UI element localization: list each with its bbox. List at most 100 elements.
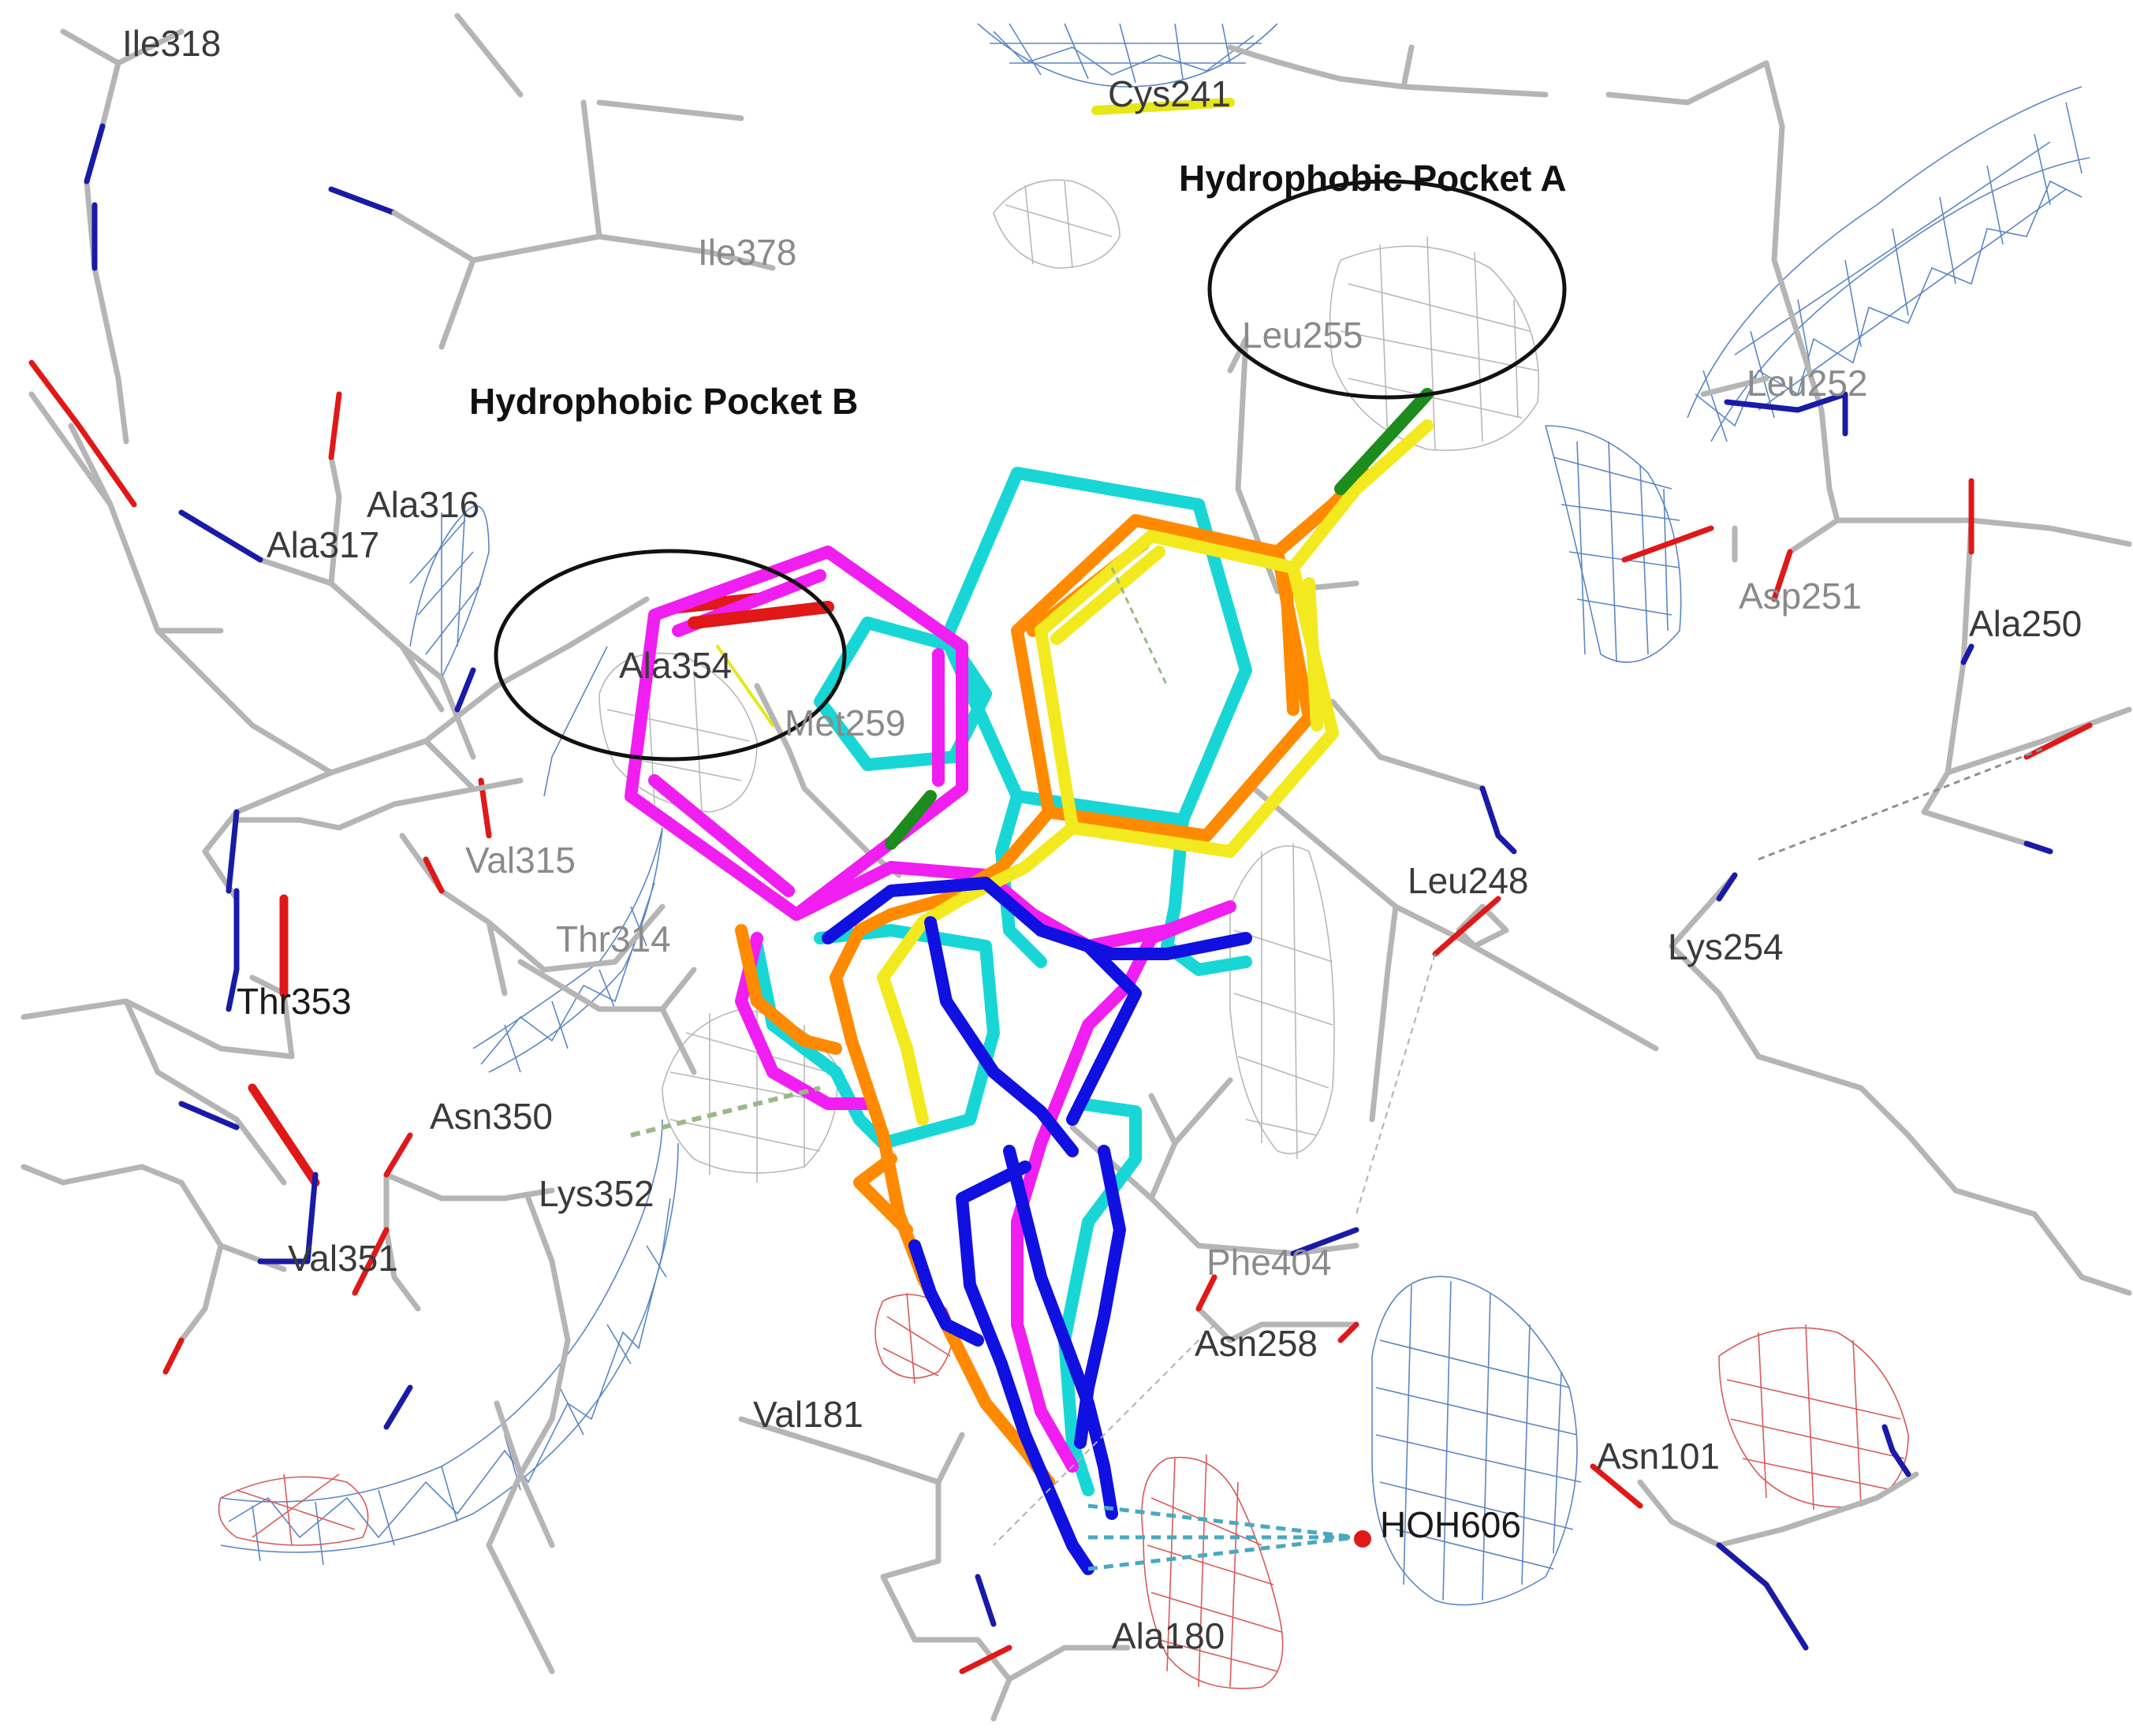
mesh-lower-right — [1371, 1276, 1582, 1606]
ligand-magenta-ring — [625, 546, 968, 921]
residue-asn101-n — [1716, 1424, 1911, 1651]
label-asn101: Asn101 — [1597, 1436, 1720, 1477]
cation-pi-dash — [630, 1086, 821, 1138]
residue-ala250-n — [1960, 643, 2053, 855]
residue-asn101-o — [1590, 1463, 1643, 1509]
label-ala316: Ala316 — [367, 484, 479, 525]
ligand-cyan-tail — [1058, 1097, 1142, 1496]
label-asn350: Asn350 — [430, 1096, 553, 1137]
label-ala180: Ala180 — [1112, 1615, 1225, 1656]
label-ala250: Ala250 — [1969, 603, 2082, 644]
label-ile378: Ile378 — [698, 232, 796, 273]
residue-ala354-sticks — [202, 596, 650, 902]
mesh-right-mid — [1545, 425, 1682, 663]
interaction-lines — [630, 567, 2043, 1571]
residue-leu248-o — [1432, 896, 1501, 957]
residue-val351-o — [162, 1337, 185, 1375]
label-met259: Met259 — [785, 702, 905, 743]
hbond-asn258 — [993, 1324, 1215, 1546]
ligand-orange-side — [735, 924, 913, 1236]
mesh-grey-pocket-a — [1329, 236, 1540, 452]
residue-lys352-n — [383, 1384, 413, 1430]
label-lys352: Lys352 — [539, 1173, 654, 1214]
residue-val181-sticks — [738, 1416, 1012, 1682]
residue-ala316-sticks — [28, 391, 334, 776]
residue-met259-sticks — [754, 683, 902, 878]
residue-backbone-left — [233, 777, 524, 831]
ligand-yellow-inner — [1050, 546, 1323, 732]
ligand-yellow-substituent — [1287, 419, 1434, 574]
mesh-top — [977, 23, 1278, 88]
ligand-yellow — [877, 419, 1434, 1126]
residue-ile318-sticks — [60, 28, 185, 445]
ligand-cyan-ring-left — [814, 617, 992, 771]
residue-ala317-o — [328, 391, 342, 460]
pocket-a-circle — [1207, 179, 1567, 400]
residue-asp251-o — [1621, 525, 1793, 602]
mesh-red-right — [1718, 1324, 1909, 1511]
chlorine-center — [885, 790, 937, 850]
label-val181: Val181 — [753, 1394, 863, 1435]
pocket-b-circle — [494, 549, 847, 762]
residue-ile378-n — [328, 186, 397, 216]
residue-val351-n — [257, 1172, 319, 1265]
label-asp251: Asp251 — [1739, 576, 1862, 617]
mesh-grey-top-small — [993, 179, 1121, 269]
residue-backbone-lower-left — [486, 1400, 555, 1675]
residue-lys254-sticks — [1669, 872, 2132, 1296]
residue-phe404-n — [1290, 1227, 1359, 1257]
residue-backbone-left-n — [226, 809, 240, 894]
label-leu248: Leu248 — [1408, 860, 1529, 901]
residue-cys241-sticks — [1227, 44, 1549, 98]
ligand-cyan-ring-upper — [940, 467, 1252, 826]
residue-cys241-s — [1091, 98, 1235, 115]
ligand-magenta-o — [688, 601, 834, 629]
label-val351: Val351 — [288, 1238, 398, 1279]
label-asn258: Asn258 — [1195, 1323, 1318, 1364]
residue-thr353-o — [248, 894, 320, 1187]
residue-asn101-sticks — [1637, 1471, 1919, 1548]
ligand-orange-chain — [830, 806, 1055, 1488]
label-thr314: Thr314 — [556, 918, 671, 959]
pocket-b-title: Hydrophobic Pocket B — [469, 381, 858, 422]
mesh-grey-right — [1229, 843, 1335, 1160]
hbond-water-1 — [1087, 1503, 1357, 1540]
residue-met259-s — [716, 645, 774, 727]
chlorine-pocket-a — [1334, 388, 1434, 495]
hbond-ala250 — [1758, 747, 2043, 861]
label-leu255: Leu255 — [1242, 315, 1363, 356]
residue-ile378-sticks — [438, 13, 776, 350]
label-ile318: Ile318 — [122, 23, 221, 64]
label-phe404: Phe404 — [1206, 1242, 1332, 1283]
residue-thr353-n2 — [226, 888, 240, 1012]
residue-ala180-sticks — [990, 1645, 1131, 1722]
ligand-magenta — [625, 546, 1236, 1473]
residue-val181-n — [975, 1574, 997, 1627]
water-hoh606 — [1354, 1530, 1371, 1548]
label-hoh606: HOH606 — [1380, 1504, 1521, 1545]
ligand-nitrogen-core — [822, 877, 1252, 1575]
residue-ala316-o — [28, 359, 137, 508]
pocket-labels: Hydrophobic Pocket A Hydrophobic Pocket … — [469, 158, 1567, 422]
pocket-a-title: Hydrophobic Pocket A — [1179, 158, 1567, 199]
residue-leu248-sticks — [1251, 698, 1659, 1123]
label-lys254: Lys254 — [1668, 926, 1784, 967]
residue-ile318-n — [84, 123, 106, 271]
residue-leu255-sticks — [1227, 336, 1359, 594]
hbond-leu248 — [1355, 953, 1436, 1215]
ligand-yellow-chain — [877, 821, 1079, 1126]
label-leu252: Leu252 — [1747, 363, 1868, 404]
residue-ala317-n — [178, 509, 263, 563]
residue-ile378-sticks2 — [391, 210, 476, 263]
label-ala354: Ala354 — [619, 645, 732, 686]
residue-lys352-sticks — [517, 1195, 571, 1548]
label-cys241: Cys241 — [1108, 73, 1231, 114]
mesh-left-upper — [409, 504, 608, 797]
label-thr353: Thr353 — [237, 981, 352, 1022]
residue-labels: Ile318 Cys241 Ile378 Leu255 Leu252 Ala31… — [122, 23, 2082, 1656]
label-val315: Val315 — [465, 840, 576, 881]
mesh-red-bottom-left — [218, 1473, 369, 1546]
residue-ala317-sticks — [257, 454, 476, 760]
label-ala317: Ala317 — [267, 524, 379, 565]
